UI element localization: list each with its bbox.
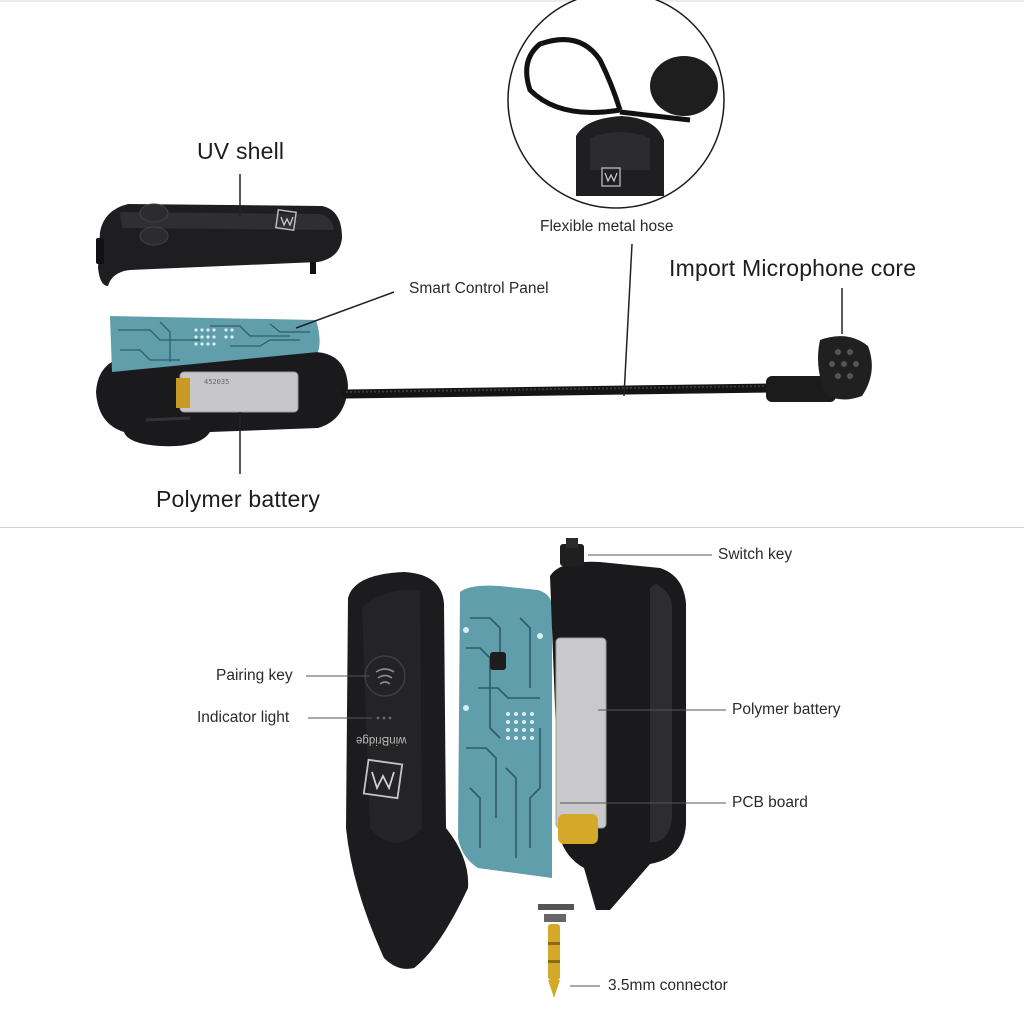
polymer-battery-label-bottom: Polymer battery <box>732 701 841 718</box>
pairing-key-label: Pairing key <box>216 667 293 684</box>
flexible-hose-illustration <box>341 376 836 402</box>
microphone-core-illustration <box>818 336 872 400</box>
polymer-battery-label-top: Polymer battery <box>156 486 321 512</box>
pcb-board-label: PCB board <box>732 794 808 811</box>
device-base-illustration: 452035 <box>96 316 348 447</box>
smart-control-label: Smart Control Panel <box>409 280 549 297</box>
indicator-light-label: Indicator light <box>197 709 290 726</box>
mic-core-label: Import Microphone core <box>669 255 917 281</box>
brand-text: winBridge <box>356 734 407 746</box>
top-panel: 452035 <box>0 0 1024 528</box>
hose-leader <box>623 243 633 397</box>
uv-shell-label: UV shell <box>197 138 285 164</box>
svg-text:452035: 452035 <box>204 378 229 386</box>
bottom-panel: Switch key Pairing key Indicator light P… <box>0 528 1024 1024</box>
connector-label: 3.5mm connector <box>608 977 728 994</box>
switch-key-label: Switch key <box>718 546 793 563</box>
smart-control-leader <box>295 291 395 329</box>
uv-shell-illustration <box>96 203 342 286</box>
flexible-hose-label: Flexible metal hose <box>540 218 674 235</box>
exploded-view-bottom-illustration <box>306 538 726 998</box>
front-shell-illustration <box>346 572 469 969</box>
microphone-inset-illustration <box>507 0 725 209</box>
rear-housing-illustration <box>550 538 686 910</box>
exploded-view-top-illustration: 452035 <box>0 0 1024 474</box>
connector-illustration <box>538 904 574 998</box>
pcb-board-illustration <box>458 585 552 878</box>
